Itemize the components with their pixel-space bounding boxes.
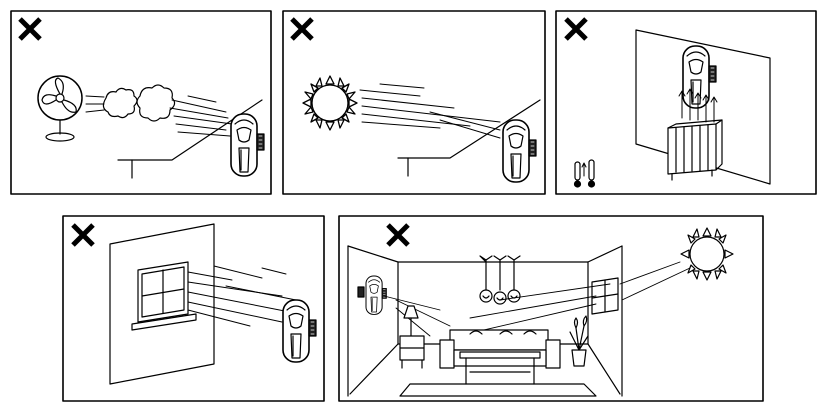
rug-icon	[399, 383, 597, 397]
wall-corner	[397, 99, 541, 177]
panel-fan	[10, 10, 272, 195]
panel-sun	[282, 10, 546, 195]
sunlight-lines	[383, 261, 691, 337]
sun-icon	[302, 75, 358, 131]
panel-window	[62, 215, 325, 402]
pendant-lamps-icon	[479, 255, 521, 305]
not-allowed-x-icon	[388, 225, 408, 245]
panel-frame	[338, 215, 764, 402]
panel-frame	[282, 10, 546, 195]
window-icon	[131, 261, 197, 331]
room-walls	[347, 245, 623, 397]
wall	[635, 29, 771, 185]
draft-lines	[85, 95, 233, 137]
motion-sensor	[682, 45, 717, 109]
window-icon	[591, 277, 619, 315]
sunlight-lines	[359, 83, 501, 139]
not-allowed-x-icon	[20, 19, 40, 39]
air-cloud-icon	[102, 84, 176, 122]
not-allowed-x-icon	[292, 19, 312, 39]
panel-room	[338, 215, 764, 402]
coffee-table-icon	[459, 351, 541, 385]
wall	[109, 223, 215, 385]
panel-frame	[62, 215, 325, 402]
not-allowed-x-icon	[566, 19, 586, 39]
panel-frame	[10, 10, 272, 195]
panel-heater	[555, 10, 817, 195]
not-allowed-x-icon	[73, 225, 93, 245]
motion-sensor	[282, 299, 317, 363]
panel-frame	[555, 10, 817, 195]
motion-sensor	[365, 275, 387, 315]
wall-mount-icon	[357, 286, 365, 298]
heat-arrows	[678, 88, 718, 123]
thermometer-icon	[573, 159, 596, 188]
light-lines	[187, 265, 301, 327]
plant-icon	[569, 315, 589, 367]
sun-icon	[680, 227, 734, 281]
sofa-icon	[439, 329, 561, 369]
side-table-icon	[399, 335, 425, 369]
fan-icon	[37, 75, 83, 142]
radiator-icon	[667, 119, 723, 181]
lamp-icon	[403, 305, 419, 337]
motion-sensor	[502, 119, 537, 183]
motion-sensor	[230, 113, 265, 177]
